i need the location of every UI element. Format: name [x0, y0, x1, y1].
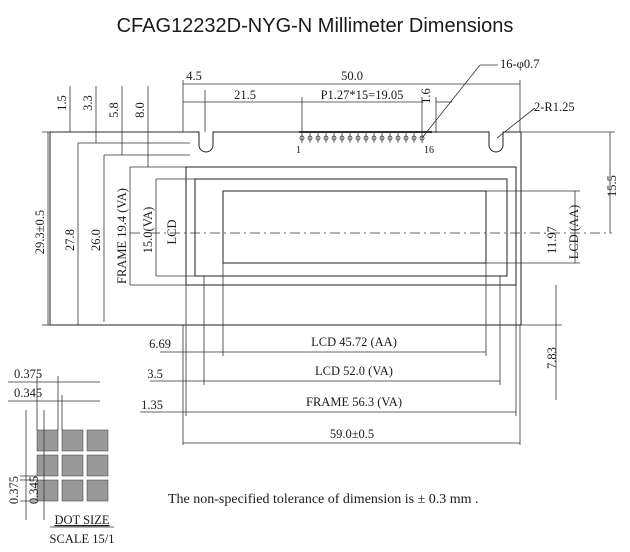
dim-lcd-52-0: LCD 52.0 (VA)	[315, 364, 393, 378]
scale-label: SCALE 15/1	[50, 532, 115, 546]
dim-29-3: 29.3±0.5	[33, 210, 47, 254]
dim-1-35: 1.35	[141, 398, 163, 412]
dim-corner-radius: 2-R1.25	[534, 100, 575, 114]
dot-height: 0.345	[27, 476, 41, 504]
dim-lcd-15-0: 15.0(VA)	[141, 207, 155, 254]
dim-8-0: 8.0	[133, 102, 147, 118]
dim-7-83: 7.83	[545, 347, 559, 369]
dim-lcd-aa-label: LCD (AA)	[567, 205, 581, 260]
dim-50-0: 50.0	[341, 69, 363, 83]
left-dimension-lines	[42, 86, 195, 326]
right-dimension-lines	[486, 131, 615, 400]
lcd-aa-outline	[222, 190, 487, 264]
dim-lcd-45-72: LCD 45.72 (AA)	[311, 335, 397, 349]
pin-row	[299, 133, 425, 143]
bottom-dimension-lines	[140, 263, 521, 445]
dim-frame-56-3: FRAME 56.3 (VA)	[306, 395, 402, 409]
frame-outline	[185, 166, 517, 286]
dim-5-8: 5.8	[107, 102, 121, 118]
drawing-title: CFAG12232D-NYG-N Millimeter Dimensions	[117, 15, 514, 37]
pin-1-label: 1	[296, 145, 301, 156]
dim-59-0: 59.0±0.5	[330, 427, 374, 441]
dot-width: 0.345	[14, 386, 42, 400]
dot-size-dimension-lines	[8, 376, 100, 520]
dim-11-97: 11.97	[545, 226, 559, 254]
dot-height-pitch: 0.375	[7, 476, 21, 504]
dim-26-0: 26.0	[89, 229, 103, 251]
dim-21-5: 21.5	[234, 88, 256, 102]
dot-grid	[36, 429, 109, 502]
dim-6-69: 6.69	[149, 337, 171, 351]
dim-4-5: 4.5	[186, 69, 202, 83]
dim-3-3: 3.3	[81, 95, 95, 111]
dim-27-8: 27.8	[63, 229, 77, 251]
dim-3-5: 3.5	[147, 367, 163, 381]
pin-16-label: 16	[424, 145, 434, 156]
top-dimension-lines	[182, 64, 536, 139]
dim-1-6: 1.6	[419, 88, 433, 104]
dim-frame-19-4: FRAME 19.4 (VA)	[115, 188, 129, 284]
dot-size-label: DOT SIZE	[55, 513, 110, 527]
module-outline	[49, 131, 522, 326]
tolerance-note: The non-specified tolerance of dimension…	[168, 492, 479, 507]
dim-15-5: 15.5	[605, 175, 619, 197]
dim-pin-holes: 16-φ0.7	[500, 57, 540, 71]
dot-width-pitch: 0.375	[14, 367, 42, 381]
lcd-va-outline	[194, 178, 508, 277]
dim-pin-pitch: P1.27*15=19.05	[321, 88, 404, 102]
lcd-label: LCD	[165, 220, 179, 245]
dim-1-5: 1.5	[55, 95, 69, 111]
